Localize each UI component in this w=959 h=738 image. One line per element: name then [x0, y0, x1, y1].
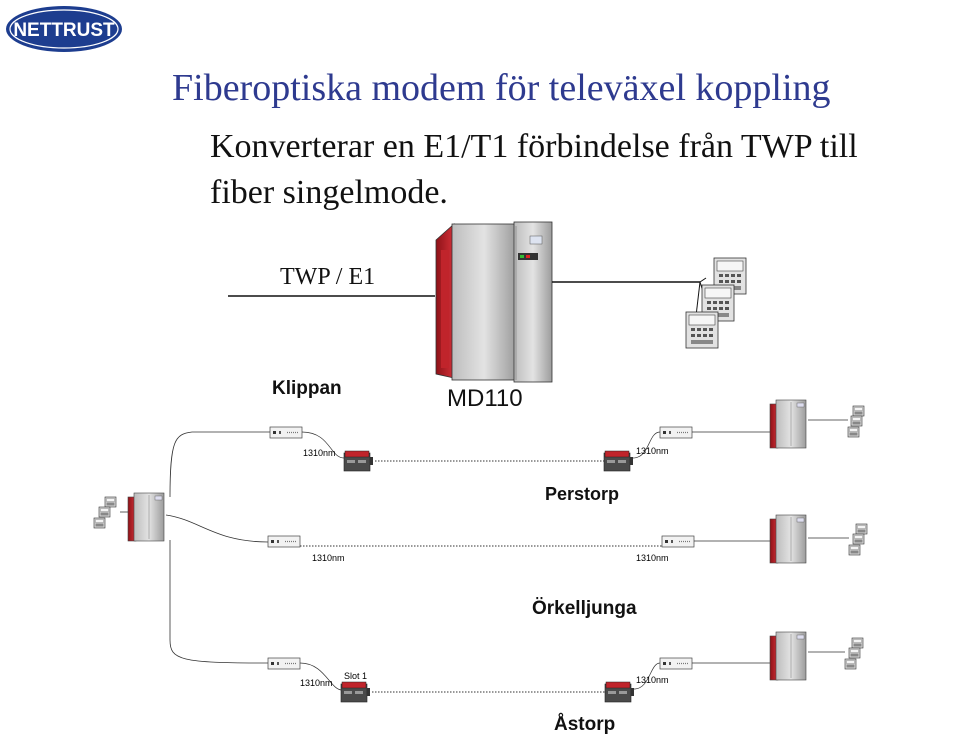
fiber-converter-icon: [343, 450, 374, 472]
modem-icon: [267, 657, 301, 670]
twp-e1-label: TWP / E1: [280, 264, 376, 290]
klippan-pbx-icon: [127, 492, 165, 542]
astorp-pbx-icon: [769, 631, 807, 681]
site-label-orkelljunga: Örkelljunga: [532, 598, 637, 619]
page-subtitle: Konverterar en E1/T1 förbindelse från TW…: [210, 128, 858, 211]
wavelength-label: 1310nm: [636, 446, 669, 456]
wavelength-label: 1310nm: [303, 448, 336, 458]
site-label-perstorp: Perstorp: [545, 484, 620, 504]
perstorp-phones-icon: [847, 405, 865, 438]
md110-cabinet: [435, 221, 553, 383]
modem-icon: [269, 426, 303, 439]
modem-icon: [661, 535, 695, 548]
phone-icon: [685, 257, 747, 349]
klippan-trunk-astorp: [169, 540, 269, 664]
klippan-phones-icon: [93, 496, 117, 529]
nettrust-logo: NETTRUST: [6, 6, 122, 52]
astorp-phones-icon: [844, 637, 864, 670]
md110-label: MD110: [447, 385, 523, 412]
wavelength-label: 1310nm: [300, 678, 333, 688]
site-label-klippan: Klippan: [272, 378, 342, 399]
orkelljunga-phones-icon: [848, 523, 868, 556]
wavelength-label: 1310nm: [636, 675, 669, 685]
fiber-converter-icon: [604, 681, 635, 703]
klippan-trunk-perstorp: [169, 431, 270, 498]
orkelljunga-pbx-icon: [769, 514, 807, 564]
perstorp-pbx-icon: [769, 399, 807, 449]
modem-icon: [267, 535, 301, 548]
site-label-astorp: Åstorp: [554, 714, 616, 735]
klippan-trunk-orkelljunga: [165, 514, 269, 543]
modem-icon: [659, 426, 693, 439]
wavelength-label: 1310nm: [636, 553, 669, 563]
slot-label: Slot 1: [344, 671, 367, 681]
page-title: Fiberoptiska modem för televäxel kopplin…: [172, 67, 831, 109]
fiber-converter-icon: [340, 681, 371, 703]
svg-text:NETTRUST: NETTRUST: [13, 20, 115, 41]
wavelength-label: 1310nm: [312, 553, 345, 563]
fiber-converter-icon: [603, 450, 634, 472]
modem-icon: [659, 657, 693, 670]
